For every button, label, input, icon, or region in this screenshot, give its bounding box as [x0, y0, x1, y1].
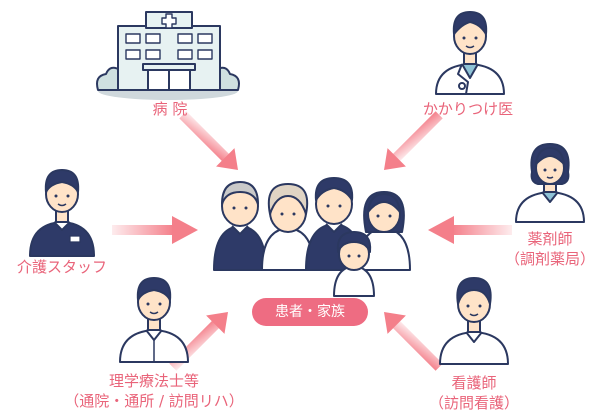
label-nurse-sub: （訪問看護） — [428, 394, 520, 412]
arrow-nurse-to-family — [384, 312, 443, 371]
label-therapist: 理学療法士等 — [108, 372, 200, 390]
hospital-building-icon — [96, 11, 240, 100]
label-therapist-sub: （通院・通所 / 訪問リハ） — [64, 392, 244, 410]
label-care-staff: 介護スタッフ — [16, 258, 108, 276]
pharmacist-icon — [515, 143, 585, 223]
care-staff-icon — [29, 169, 95, 257]
label-nurse: 看護師 — [451, 374, 497, 392]
arrow-pharmacist-to-family — [428, 216, 512, 244]
label-pharmacist-sub: （調剤薬局） — [504, 250, 596, 268]
patient-family-badge: 患者・家族 — [252, 298, 368, 326]
label-doctor: かかりつけ医 — [422, 100, 514, 118]
doctor-icon — [435, 11, 505, 95]
label-pharmacist: 薬剤師 — [527, 230, 573, 248]
arrow-doctor-to-family — [384, 111, 443, 170]
label-hospital: 病 院 — [152, 100, 188, 118]
nurse-icon — [439, 277, 509, 365]
arrow-care-staff-to-family — [112, 216, 198, 244]
arrow-hospital-to-family — [179, 111, 238, 170]
family-group-icon — [213, 177, 411, 297]
therapist-icon — [119, 277, 189, 363]
